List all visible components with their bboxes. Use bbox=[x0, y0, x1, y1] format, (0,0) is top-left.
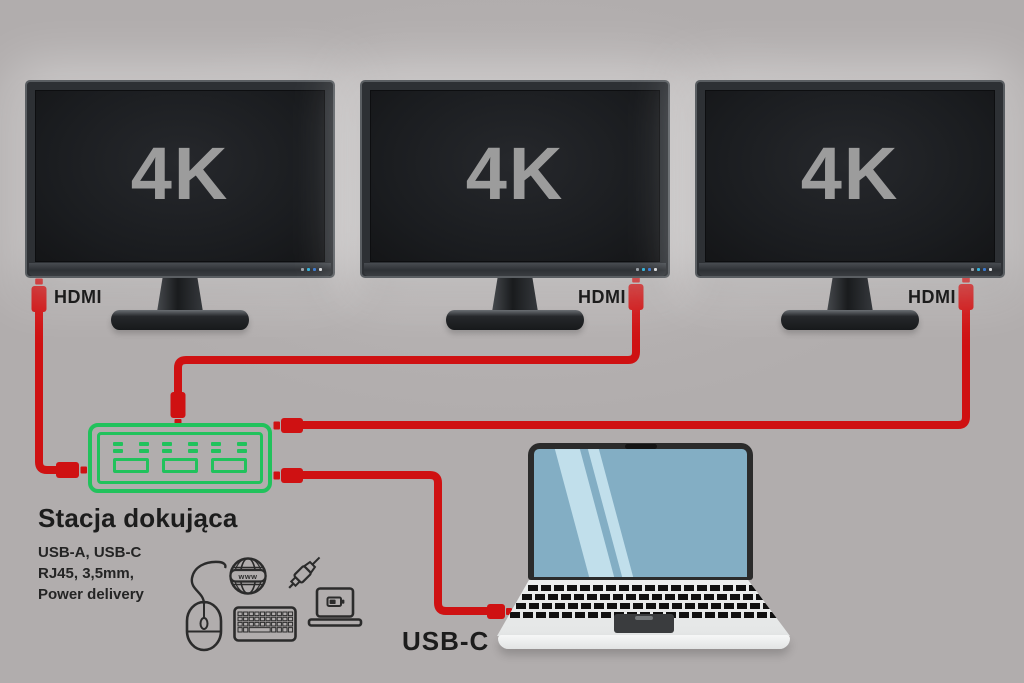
globe-www-icon: www bbox=[229, 557, 267, 595]
dock-port bbox=[112, 458, 149, 473]
laptop-trackpad bbox=[613, 614, 674, 633]
monitor-3: 4K bbox=[695, 80, 1005, 330]
docking-station-body bbox=[97, 432, 263, 484]
dock-vents bbox=[161, 449, 198, 453]
monitor-1-bezel: 4K bbox=[25, 80, 335, 278]
hdmi-label-monitor-1: HDMI bbox=[54, 287, 102, 307]
monitor-3-bezel: 4K bbox=[695, 80, 1005, 278]
monitor-1: 4K bbox=[25, 80, 335, 330]
dock-right-top-plug-tip bbox=[273, 421, 280, 430]
hdmi-plug-monitor-1 bbox=[31, 286, 47, 312]
laptop-key-row bbox=[527, 585, 760, 591]
hdmi-cable-monitor-1 bbox=[35, 310, 56, 474]
usb-c-label: USB-C bbox=[402, 626, 490, 656]
dock-feature-line: Power delivery bbox=[38, 586, 144, 603]
hdmi-label-monitor-3: HDMI bbox=[908, 287, 956, 307]
hdmi-plug-monitor-2 bbox=[628, 284, 644, 310]
dock-port-group bbox=[112, 439, 149, 473]
dock-feature-line: RJ45, 3,5mm, bbox=[38, 565, 134, 582]
keyboard-icon bbox=[233, 606, 297, 642]
monitor-3-bottom-bezel bbox=[699, 263, 1001, 276]
monitor-3-screen: 4K bbox=[705, 90, 995, 262]
dock-vents bbox=[211, 442, 248, 446]
dock-vents bbox=[211, 449, 248, 453]
globe-www-label: www bbox=[237, 572, 257, 581]
dock-right-bottom-plug bbox=[281, 468, 303, 483]
dock-vents bbox=[112, 449, 149, 453]
hdmi-plug-monitor-3 bbox=[958, 284, 974, 310]
laptop-camera-notch bbox=[624, 444, 657, 449]
monitor-3-stand-neck bbox=[827, 278, 873, 312]
monitor-2-bezel: 4K bbox=[360, 80, 670, 278]
dock-right-bottom-plug-tip bbox=[273, 471, 280, 480]
dock-left-plug bbox=[56, 462, 79, 478]
dock-feature-line: USB-A, USB-C bbox=[38, 544, 142, 561]
dock-right-top-plug bbox=[281, 418, 303, 433]
monitor-3-4k-label: 4K bbox=[800, 132, 900, 215]
laptop-keyboard-deck bbox=[497, 580, 790, 636]
monitor-1-screen: 4K bbox=[35, 90, 325, 262]
laptop-screen bbox=[534, 449, 747, 577]
laptop-key-row bbox=[521, 594, 766, 600]
monitor-1-indicator-lights bbox=[301, 268, 322, 271]
dock-title: Stacja dokująca bbox=[38, 503, 238, 533]
monitor-2-stand-neck bbox=[492, 278, 538, 312]
laptop-battery-icon bbox=[307, 587, 363, 627]
monitor-3-stand-base bbox=[781, 310, 919, 330]
laptop-key-row bbox=[515, 603, 772, 609]
laptop-base bbox=[498, 635, 790, 649]
dock-port bbox=[211, 458, 248, 473]
hdmi-plug-cap-monitor-1 bbox=[35, 278, 43, 285]
dock-port bbox=[161, 458, 198, 473]
monitor-2-4k-label: 4K bbox=[465, 132, 565, 215]
monitor-1-bottom-bezel bbox=[29, 263, 331, 276]
mouse-icon bbox=[185, 560, 227, 652]
dock-vents bbox=[161, 442, 198, 446]
monitor-2-bottom-bezel bbox=[364, 263, 666, 276]
hdmi-label-monitor-2: HDMI bbox=[578, 287, 626, 307]
monitor-1-stand-neck bbox=[157, 278, 203, 312]
dock-port-group bbox=[161, 439, 198, 473]
dock-top-plug bbox=[170, 392, 186, 418]
monitor-2: 4K bbox=[360, 80, 670, 330]
dock-left-plug-tip bbox=[80, 466, 87, 474]
dock-vents bbox=[112, 442, 149, 446]
docking-station bbox=[88, 423, 272, 493]
monitor-2-stand-base bbox=[446, 310, 584, 330]
monitor-1-4k-label: 4K bbox=[130, 132, 230, 215]
laptop-usb-c-plug bbox=[487, 604, 505, 619]
monitor-3-indicator-lights bbox=[971, 268, 992, 271]
laptop-lid bbox=[528, 443, 753, 580]
monitor-2-screen: 4K bbox=[370, 90, 660, 262]
monitor-2-indicator-lights bbox=[636, 268, 657, 271]
dock-port-group bbox=[211, 439, 248, 473]
dock-feature-list: USB-A, USB-C RJ45, 3,5mm, Power delivery bbox=[38, 542, 144, 605]
monitor-1-stand-base bbox=[111, 310, 249, 330]
